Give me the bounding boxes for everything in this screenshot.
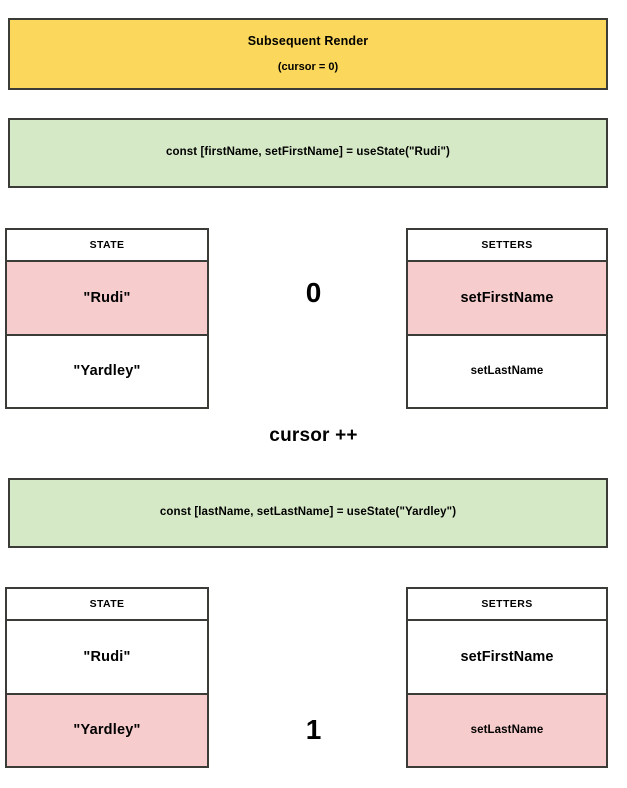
state-table-step2: STATE "Rudi" "Yardley" — [5, 587, 209, 768]
setters-table-header: SETTERS — [408, 589, 606, 621]
state-cell-0: "Rudi" — [7, 621, 207, 695]
banner-cursor-subtitle: (cursor = 0) — [277, 60, 339, 73]
setter-cell-0: setFirstName — [408, 621, 606, 695]
banner-title: Subsequent Render — [247, 34, 369, 49]
setters-table-step2: SETTERS setFirstName setLastName — [406, 587, 608, 768]
cursor-increment-label: cursor ++ — [269, 425, 358, 446]
render-phase-banner: Subsequent Render (cursor = 0) — [8, 18, 608, 90]
cursor-index-step1: 0 — [305, 277, 322, 308]
cursor-index-step2: 1 — [305, 714, 322, 745]
code-line-first-name: const [firstName, setFirstName] = useSta… — [8, 118, 608, 188]
state-table-header: STATE — [7, 589, 207, 621]
setters-table-step1: SETTERS setFirstName setLastName — [406, 228, 608, 409]
state-cell-label: "Yardley" — [73, 363, 141, 379]
state-cell-0: "Rudi" — [7, 262, 207, 336]
setter-cell-label: setFirstName — [460, 289, 554, 306]
setter-cell-label: setLastName — [470, 723, 544, 736]
setters-table-header: SETTERS — [408, 230, 606, 262]
state-table-header: STATE — [7, 230, 207, 262]
state-table-step1: STATE "Rudi" "Yardley" — [5, 228, 209, 409]
code-line-last-name: const [lastName, setLastName] = useState… — [8, 478, 608, 548]
setter-cell-1: setLastName — [408, 694, 606, 766]
setter-cell-label: setLastName — [470, 364, 544, 377]
state-cell-label: "Yardley" — [73, 722, 141, 738]
state-cell-label: "Rudi" — [83, 648, 131, 665]
setter-cell-1: setLastName — [408, 335, 606, 407]
state-cell-label: "Rudi" — [83, 289, 131, 306]
setter-cell-label: setFirstName — [460, 648, 554, 665]
code-text: const [firstName, setFirstName] = useSta… — [166, 146, 450, 159]
state-cell-1: "Yardley" — [7, 335, 207, 407]
state-cell-1: "Yardley" — [7, 694, 207, 766]
code-text: const [lastName, setLastName] = useState… — [159, 506, 457, 519]
setter-cell-0: setFirstName — [408, 262, 606, 336]
